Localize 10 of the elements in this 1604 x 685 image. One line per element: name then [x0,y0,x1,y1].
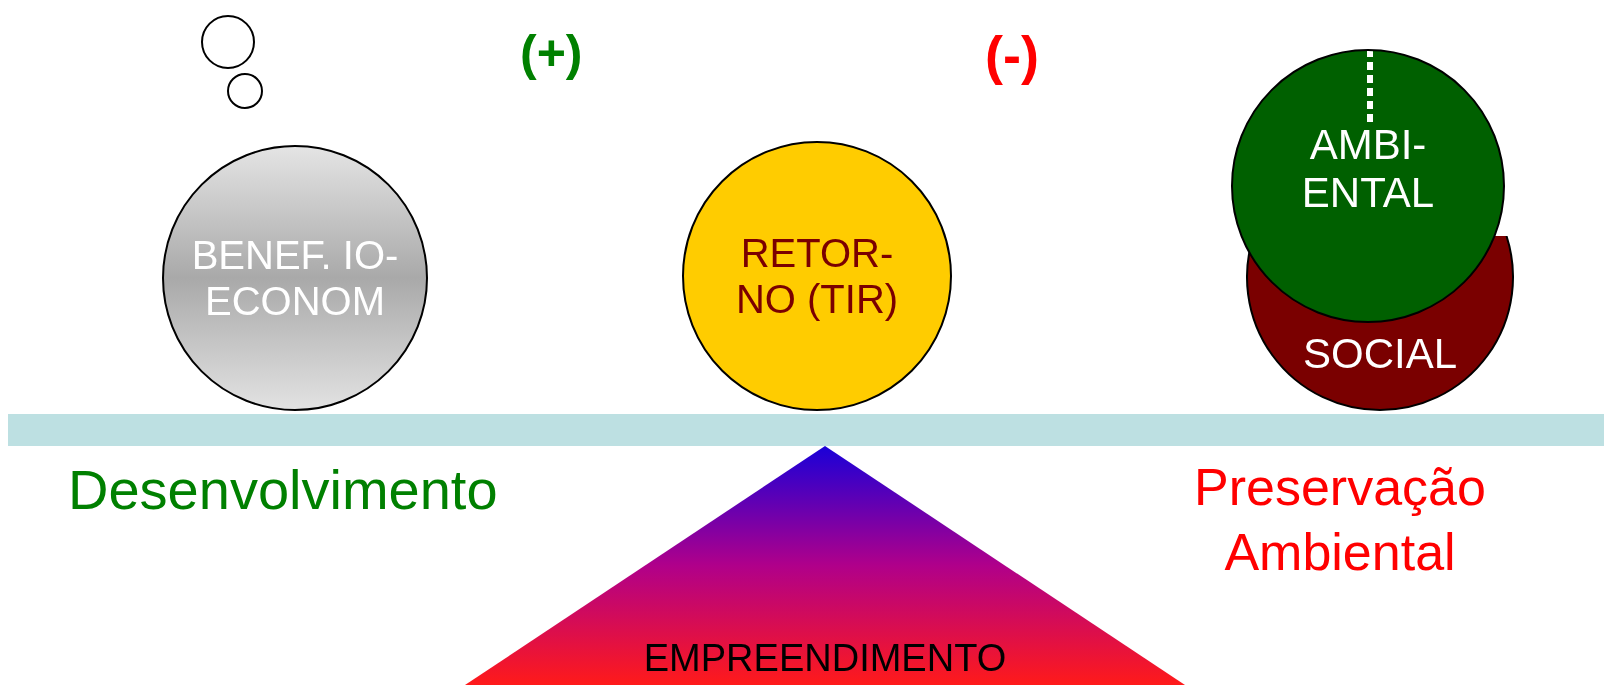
balance-beam [8,414,1604,446]
node-label: EMPREENDIMENTO [642,637,1008,682]
plus-sign-label: (+) [520,24,584,83]
node-label: RETOR- NO (TIR) [734,230,900,322]
minus-sign-label: (-) [985,24,1040,87]
node-label: AMBI- ENTAL [1300,120,1436,218]
node-label: SOCIAL [1301,329,1459,379]
heading-label: Preservação Ambiental [1193,457,1487,583]
node-label: BENEF. IO-ECONOM [190,232,400,324]
heading-label: Desenvolvimento [68,457,499,523]
